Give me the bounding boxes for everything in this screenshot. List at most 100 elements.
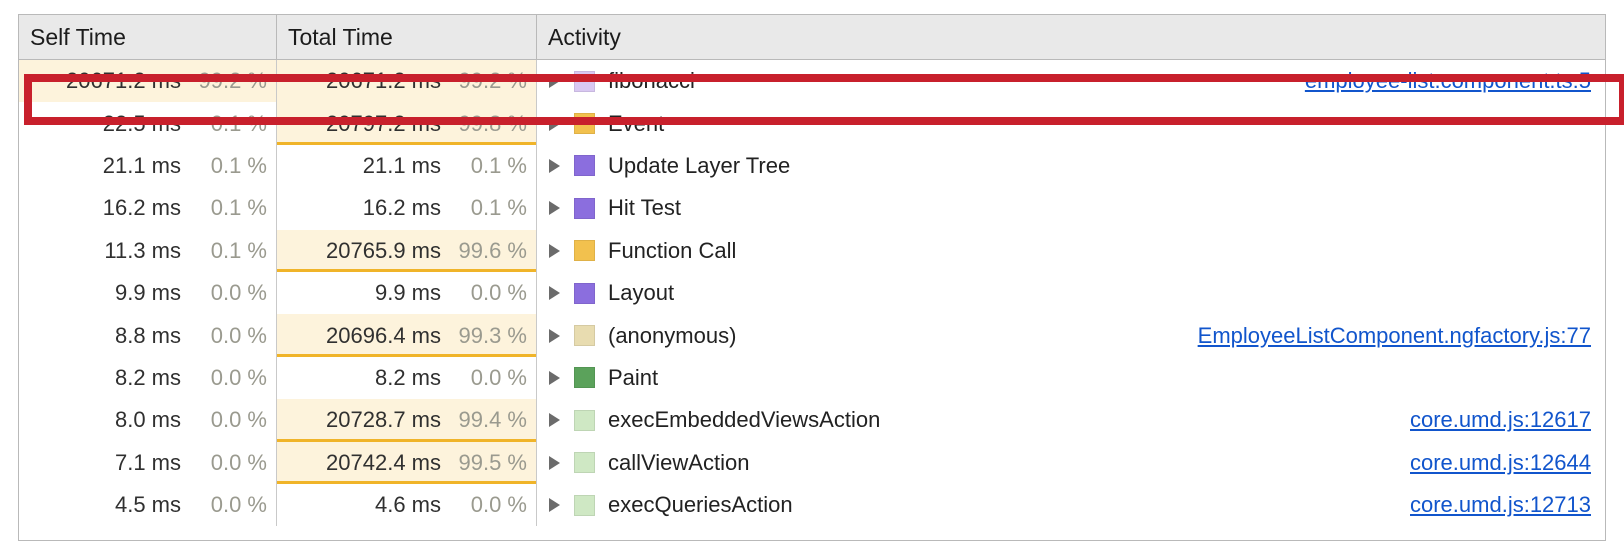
disclosure-triangle-icon[interactable] xyxy=(549,116,560,131)
disclosure-triangle-icon[interactable] xyxy=(549,370,560,385)
disclosure-triangle-icon[interactable] xyxy=(549,158,560,173)
cell-self-time: 4.5 ms 0.0 % xyxy=(19,483,277,527)
source-link[interactable]: employee-list.component.ts:5 xyxy=(1304,68,1591,94)
source-link[interactable]: core.umd.js:12713 xyxy=(1410,492,1591,518)
table-row[interactable]: 11.3 ms 0.1 % 20765.9 ms 99.6 % Function Cal… xyxy=(19,229,1605,272)
source-link[interactable]: EmployeeListComponent.ngfactory.js:77 xyxy=(1197,322,1591,348)
disclosure-triangle-icon[interactable] xyxy=(549,243,560,258)
cell-total-time: 20742.4 ms 99.5 % xyxy=(277,441,537,484)
self-time-value: 21.1 ms xyxy=(102,152,181,178)
total-time-value: 9.9 ms xyxy=(374,280,441,306)
activity-name: callViewAction xyxy=(608,449,750,475)
cell-total-time: 21.1 ms 0.1 % xyxy=(277,144,537,188)
total-time-value: 16.2 ms xyxy=(362,195,441,221)
total-time-percent: 0.0 % xyxy=(470,364,527,390)
activity-name: execEmbeddedViewsAction xyxy=(608,407,881,433)
cell-activity: Hit Test xyxy=(537,187,1605,229)
swatch-yellow-icon xyxy=(574,113,595,135)
total-time-percent: 0.0 % xyxy=(470,280,527,306)
activity-name: Paint xyxy=(608,364,659,390)
column-header-self-time[interactable]: Self Time xyxy=(19,15,277,59)
self-time-percent: 0.0 % xyxy=(210,492,267,518)
self-time-percent: 0.0 % xyxy=(210,364,267,390)
swatch-pale-green-icon xyxy=(574,409,595,431)
total-time-percent: 0.1 % xyxy=(470,195,527,221)
activity-name: fibonacci xyxy=(608,68,695,94)
disclosure-triangle-icon[interactable] xyxy=(549,498,560,513)
self-time-value: 8.8 ms xyxy=(114,322,181,348)
self-time-value: 7.1 ms xyxy=(114,449,181,475)
source-link[interactable]: core.umd.js:12644 xyxy=(1410,449,1591,475)
total-time-value: 20797.2 ms xyxy=(326,110,441,136)
cell-activity: Update Layer Tree xyxy=(537,145,1605,187)
activity-name: Event xyxy=(608,110,665,136)
cell-activity: Layout xyxy=(537,272,1605,314)
disclosure-triangle-icon[interactable] xyxy=(549,286,560,301)
cell-total-time: 20765.9 ms 99.6 % xyxy=(277,229,537,272)
total-time-value: 8.2 ms xyxy=(374,364,441,390)
total-time-percent: 0.1 % xyxy=(470,152,527,178)
cell-activity: fibonacci employee-list.component.ts:5 xyxy=(537,60,1605,102)
self-time-percent: 0.1 % xyxy=(210,110,267,136)
total-time-percent: 0.0 % xyxy=(470,492,527,518)
disclosure-triangle-icon[interactable] xyxy=(549,328,560,343)
table-row[interactable]: 7.1 ms 0.0 % 20742.4 ms 99.5 % callViewActio… xyxy=(19,441,1605,484)
self-time-value: 4.5 ms xyxy=(114,492,181,518)
disclosure-triangle-icon[interactable] xyxy=(549,455,560,470)
activity-name: Function Call xyxy=(608,237,737,263)
cell-self-time: 7.1 ms 0.0 % xyxy=(19,441,277,484)
self-time-percent: 0.1 % xyxy=(210,237,267,263)
total-time-value: 20742.4 ms xyxy=(326,449,441,475)
swatch-purple-icon xyxy=(574,155,595,177)
total-time-value: 20696.4 ms xyxy=(326,322,441,348)
swatch-pale-green-icon xyxy=(574,494,595,516)
disclosure-triangle-icon[interactable] xyxy=(549,413,560,428)
cell-self-time: 16.2 ms 0.1 % xyxy=(19,187,277,230)
cell-activity: Paint xyxy=(537,357,1605,399)
self-time-percent: 0.0 % xyxy=(210,322,267,348)
bottom-up-tree-table: Self Time Total Time Activity 20671.2 ms… xyxy=(18,14,1624,541)
self-time-percent: 0.0 % xyxy=(210,449,267,475)
swatch-green-icon xyxy=(574,367,595,389)
disclosure-triangle-icon[interactable] xyxy=(549,74,560,89)
total-time-percent: 99.4 % xyxy=(458,407,528,433)
source-link[interactable]: core.umd.js:12617 xyxy=(1410,407,1591,433)
column-header-activity[interactable]: Activity xyxy=(537,15,1605,59)
self-time-value: 16.2 ms xyxy=(102,195,181,221)
table-row[interactable]: 16.2 ms 0.1 % 16.2 ms 0.1 % Hit Test xyxy=(19,187,1605,230)
total-time-value: 21.1 ms xyxy=(362,152,441,178)
cell-activity: callViewAction core.umd.js:12644 xyxy=(537,442,1605,484)
table-row[interactable]: 21.1 ms 0.1 % 21.1 ms 0.1 % Update Layer Tre… xyxy=(19,144,1605,188)
self-time-value: 11.3 ms xyxy=(104,237,181,263)
cell-total-time: 16.2 ms 0.1 % xyxy=(277,187,537,230)
activity-name: Hit Test xyxy=(608,195,681,221)
total-time-percent: 99.6 % xyxy=(458,237,528,263)
self-time-percent: 0.1 % xyxy=(210,195,267,221)
swatch-purple-icon xyxy=(574,197,595,219)
activity-name: Layout xyxy=(608,280,675,306)
self-time-percent: 0.1 % xyxy=(210,152,267,178)
column-header-total-time[interactable]: Total Time xyxy=(277,15,537,59)
self-time-percent: 99.2 % xyxy=(198,68,268,94)
cell-activity: (anonymous)EmployeeListComponent.ngfacto… xyxy=(537,314,1605,356)
total-time-percent: 99.5 % xyxy=(458,449,528,475)
swatch-purple-icon xyxy=(574,282,595,304)
self-time-percent: 0.0 % xyxy=(210,280,267,306)
disclosure-triangle-icon[interactable] xyxy=(549,201,560,216)
self-time-value: 8.0 ms xyxy=(114,407,181,433)
total-time-value: 20765.9 ms xyxy=(326,237,441,263)
